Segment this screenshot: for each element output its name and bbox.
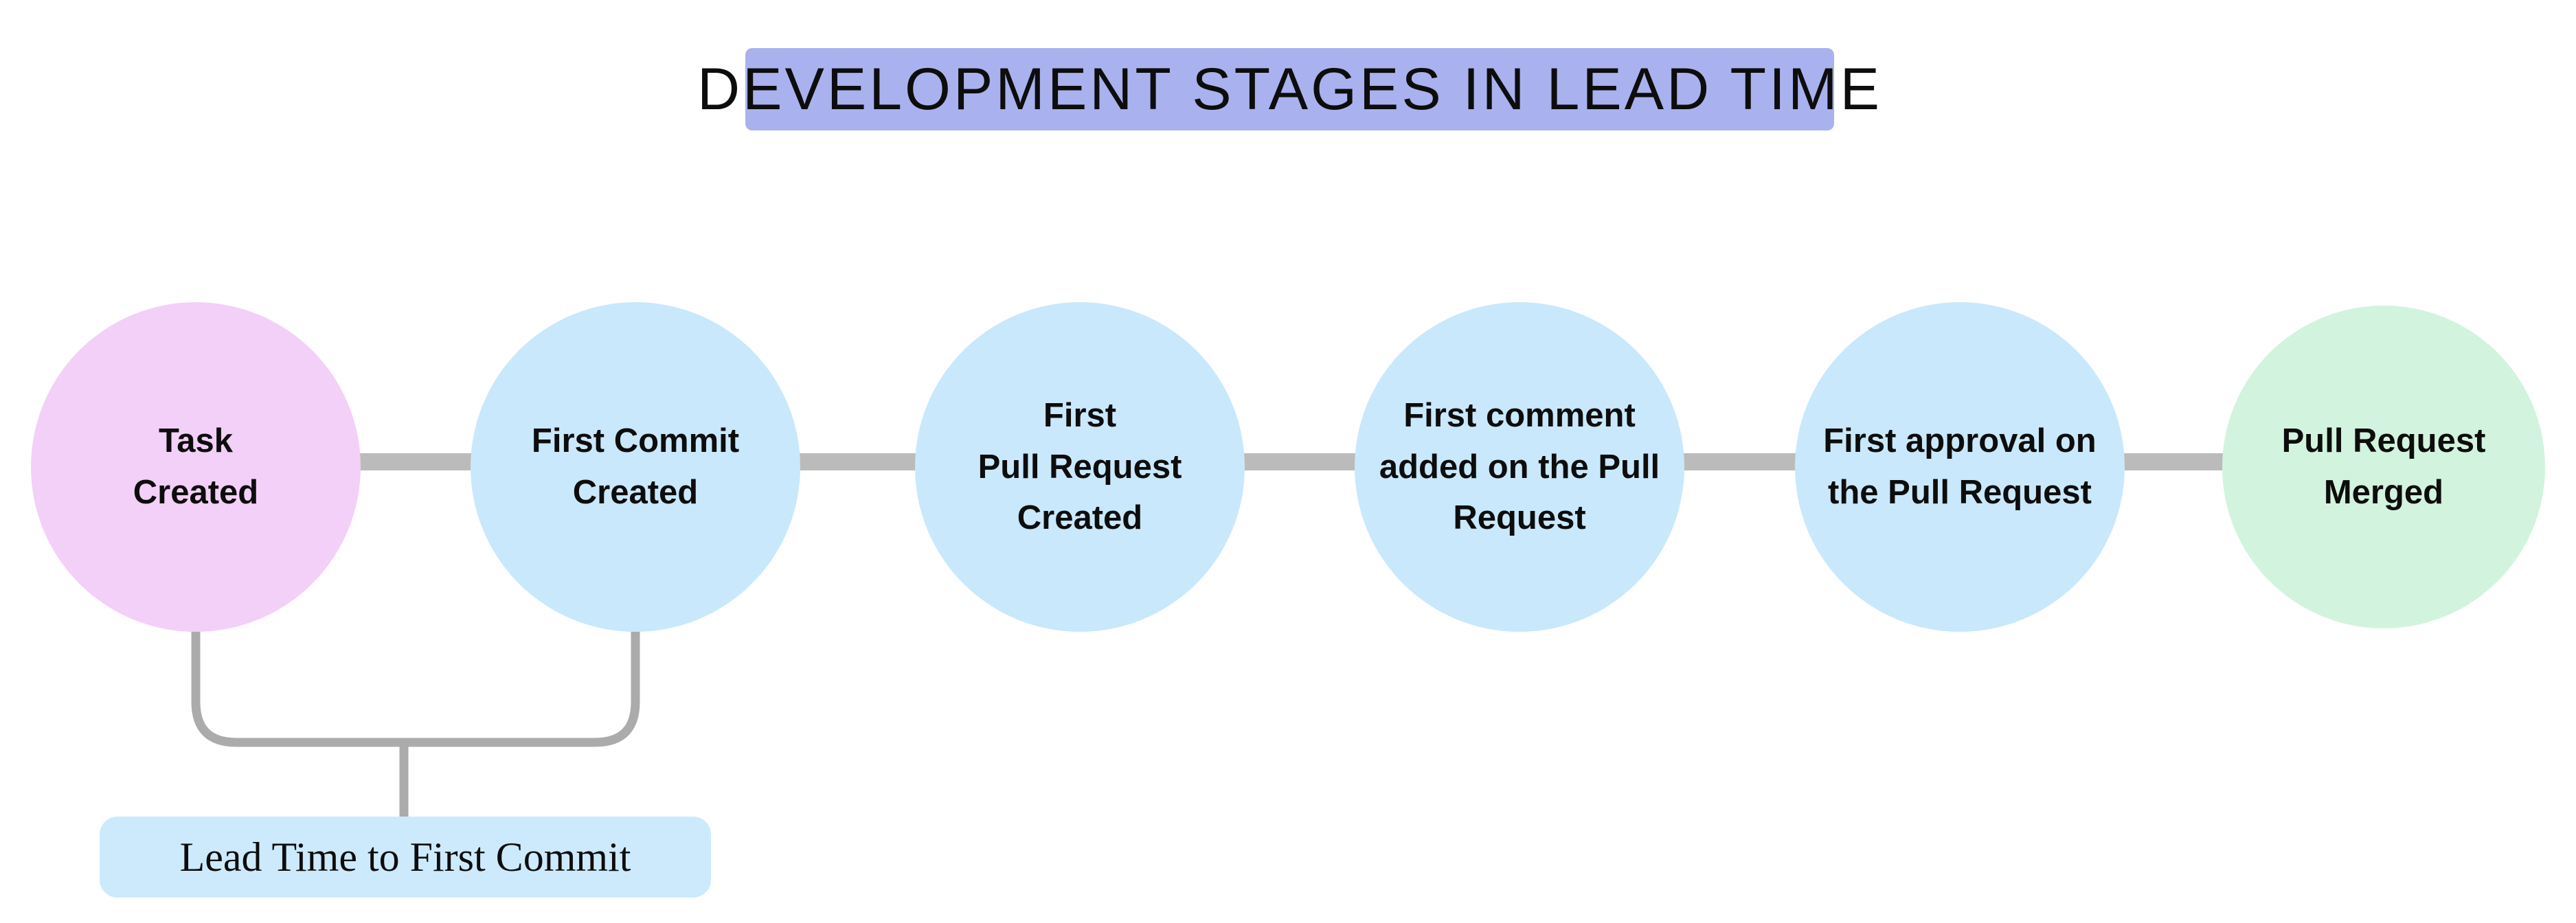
stage-circle-first-pr-created: First Pull Request Created <box>915 302 1245 632</box>
stage-label: First Pull Request Created <box>978 396 1182 537</box>
stage-circle-first-commit: First Commit Created <box>471 302 800 632</box>
stage-label: Pull Request Merged <box>2281 422 2486 511</box>
stage-label: Task Created <box>133 422 259 511</box>
diagram-title: DEVELOPMENT STAGES IN LEAD TIME <box>697 48 1879 130</box>
bracket-label: Lead Time to First Commit <box>100 817 711 898</box>
stage-circle-pr-merged: Pull Request Merged <box>2222 306 2545 628</box>
stage-circle-first-comment: First comment added on the Pull Request <box>1355 302 1684 632</box>
stage-circle-task-created: Task Created <box>31 302 361 632</box>
stage-circle-first-approval: First approval on the Pull Request <box>1795 302 2125 632</box>
stage-label: First approval on the Pull Request <box>1823 422 2097 511</box>
bracket-line <box>191 618 640 819</box>
stage-label: First Commit Created <box>531 422 740 511</box>
stage-label: First comment added on the Pull Request <box>1379 396 1660 537</box>
